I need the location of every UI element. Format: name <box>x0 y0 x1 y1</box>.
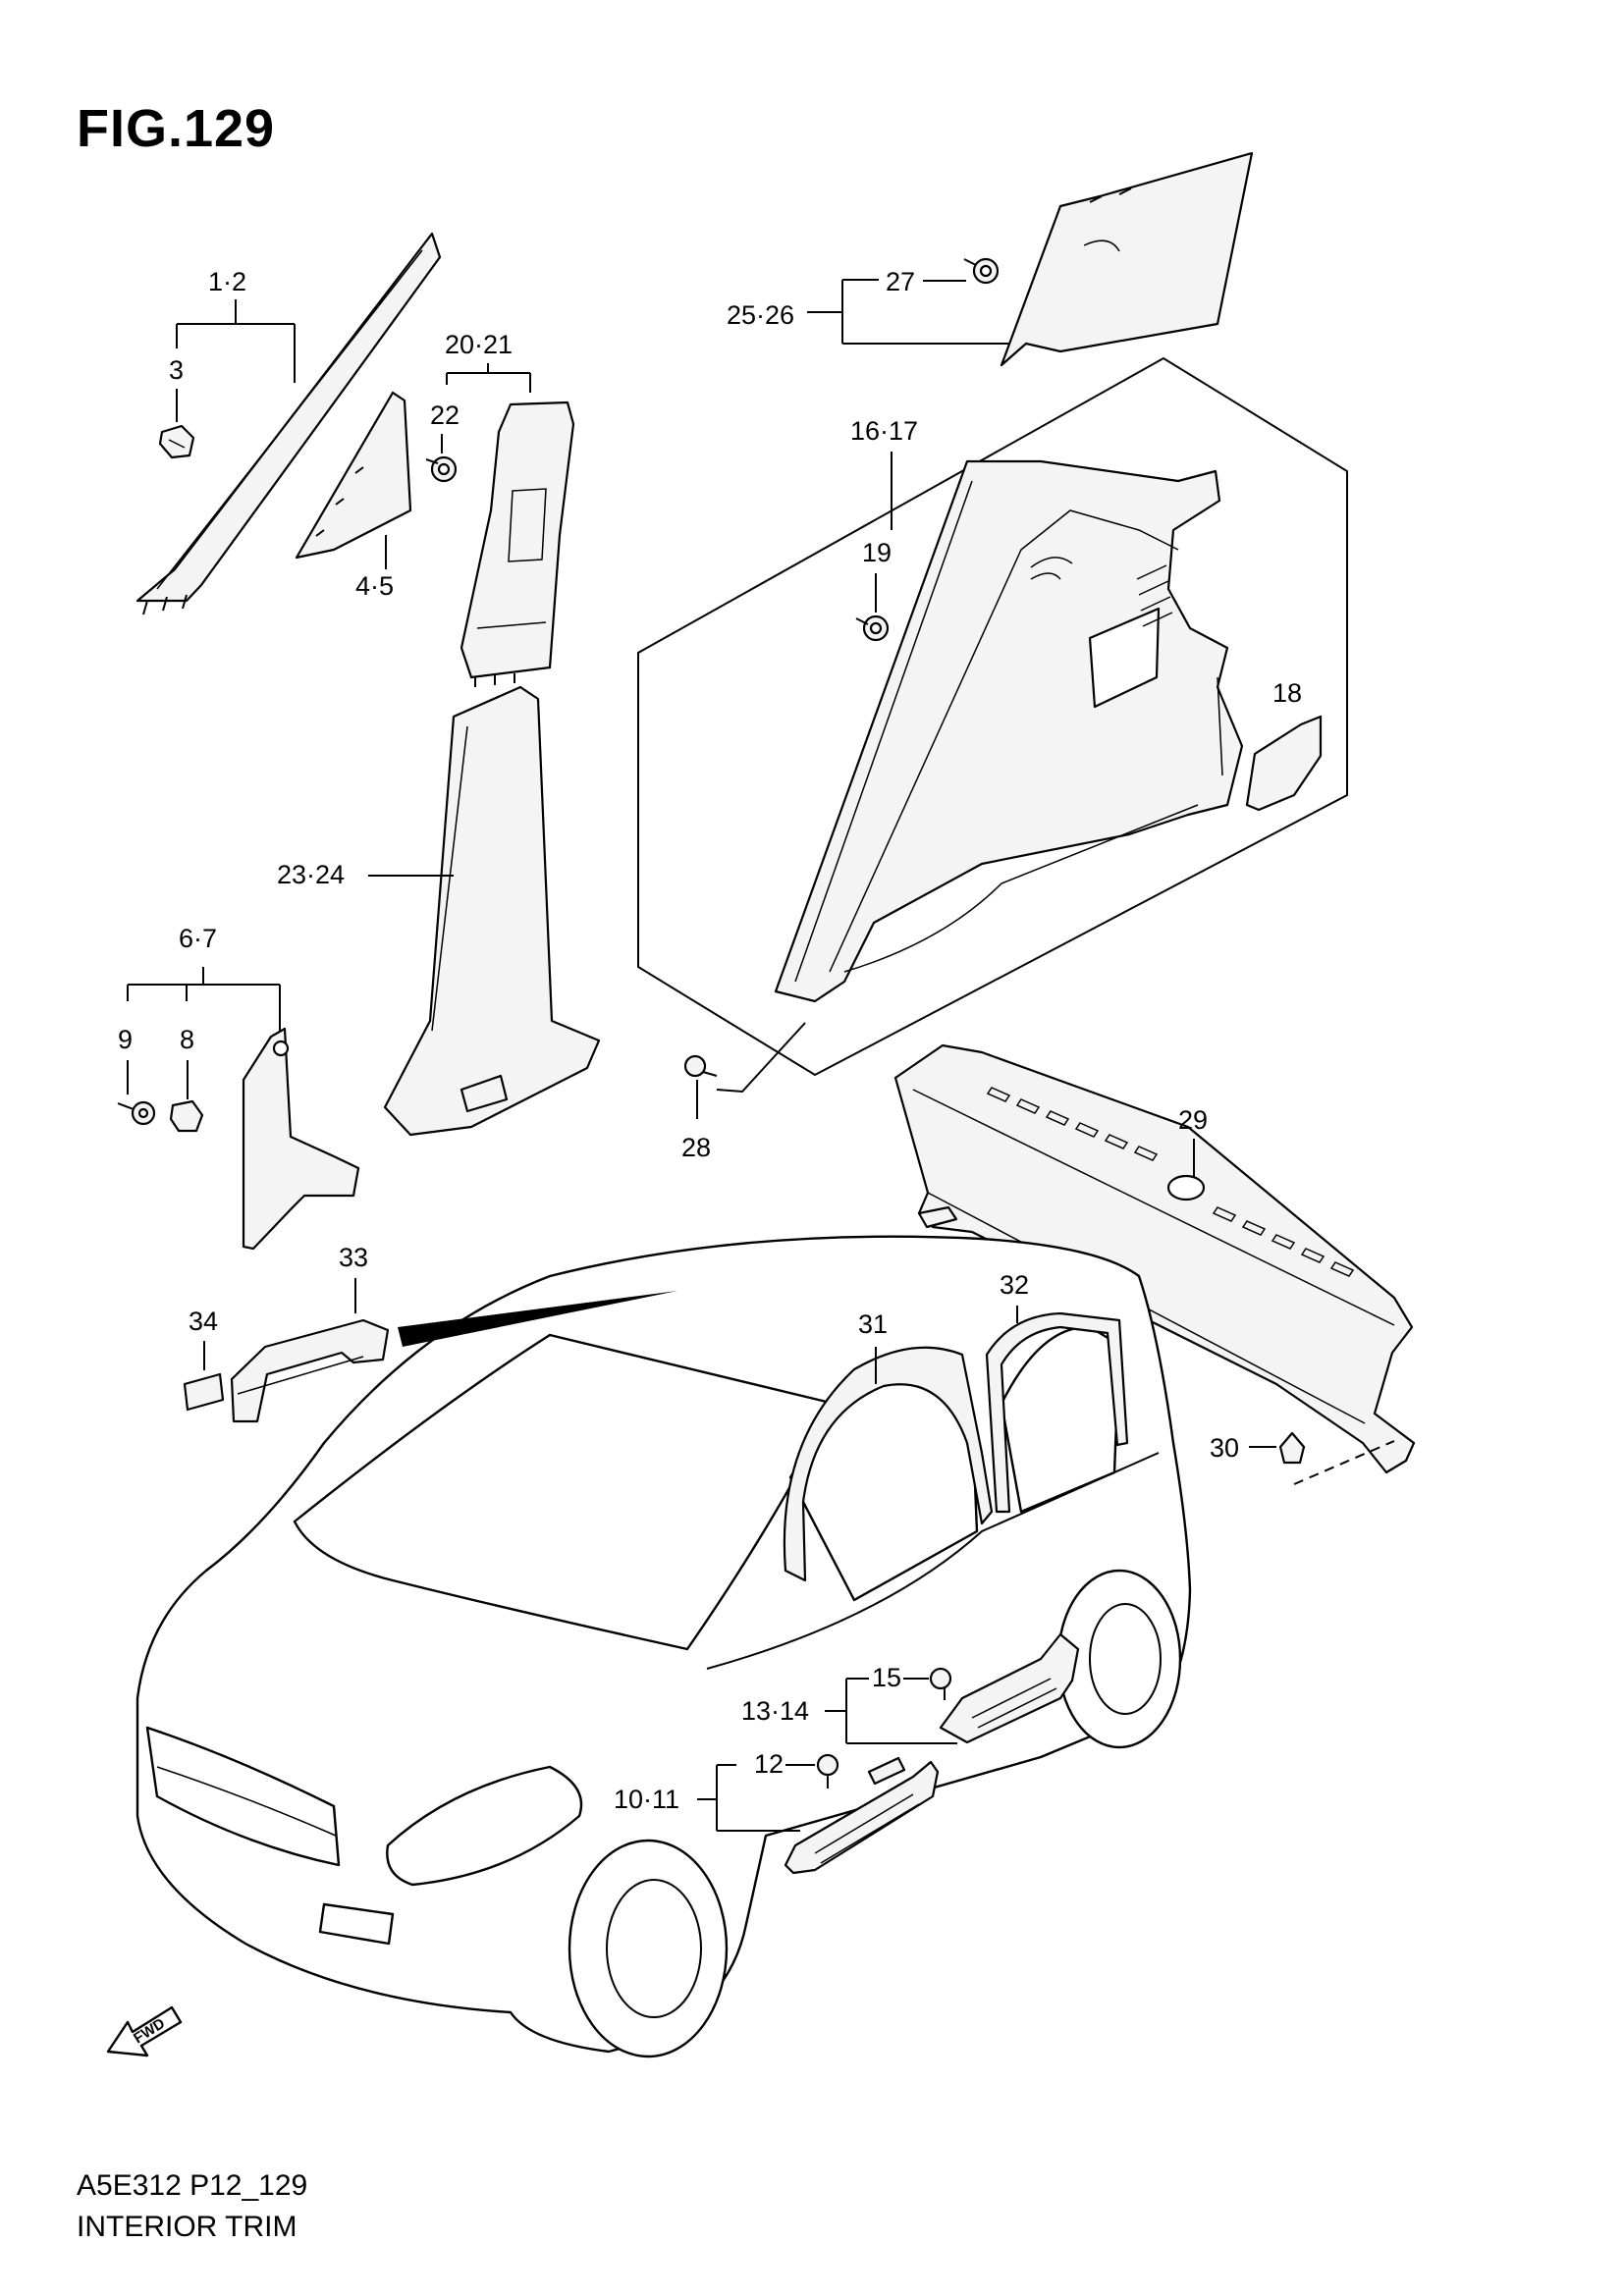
callout-30: 30 <box>1210 1433 1395 1485</box>
callout-label-12: 12 <box>754 1749 784 1779</box>
callout-label-28: 28 <box>681 1133 711 1162</box>
callout-22: 22 <box>430 400 460 454</box>
part-cap-34[interactable] <box>183 1372 225 1412</box>
part-rear-scuff-plate[interactable] <box>939 1632 1080 1744</box>
callout-31: 31 <box>858 1309 888 1384</box>
callout-label-16-17: 16·17 <box>850 416 918 446</box>
callout-33: 33 <box>339 1243 368 1313</box>
callout-10-11: 10·11 <box>614 1764 800 1832</box>
callout-8: 8 <box>180 1025 194 1099</box>
part-assist-grip[interactable] <box>230 1318 390 1423</box>
part-kick-panel-trim[interactable] <box>242 1027 360 1251</box>
callout-23-24: 23·24 <box>277 860 454 889</box>
callout-label-9: 9 <box>118 1025 133 1054</box>
forward-direction-arrow-icon: FWD <box>106 2005 183 2057</box>
callout-19: 19 <box>862 538 892 613</box>
callout-label-32: 32 <box>1000 1270 1029 1300</box>
callout-20-21: 20·21 <box>445 330 531 393</box>
callout-15: 15 <box>872 1663 929 1692</box>
figure-title: FIG.129 <box>77 99 276 158</box>
callout-label-8: 8 <box>180 1025 194 1054</box>
part-front-scuff-plate[interactable] <box>784 1756 940 1875</box>
callout-label-30: 30 <box>1210 1433 1239 1463</box>
callout-label-10-11: 10·11 <box>614 1785 679 1814</box>
figure-code: A5E312 P12_129 <box>77 2169 308 2202</box>
part-screw-12[interactable] <box>816 1753 839 1789</box>
callout-label-6-7: 6·7 <box>179 924 217 953</box>
part-front-door-opening-trim[interactable] <box>783 1346 994 1582</box>
part-clip-8[interactable] <box>169 1099 204 1133</box>
part-clip-30[interactable] <box>1278 1431 1306 1465</box>
callout-label-4-5: 4·5 <box>355 571 394 601</box>
callout-9: 9 <box>118 1025 133 1095</box>
part-upper-quarter-trim[interactable] <box>1000 151 1254 367</box>
part-clip-3[interactable] <box>158 424 195 459</box>
callout-28: 28 <box>681 1022 806 1162</box>
callout-label-22: 22 <box>430 400 460 430</box>
callout-label-31: 31 <box>858 1309 888 1339</box>
callout-label-23-24: 23·24 <box>277 860 345 889</box>
callout-3: 3 <box>169 355 184 422</box>
part-clip-28[interactable] <box>683 1054 718 1078</box>
callout-label-1-2: 1·2 <box>208 267 246 296</box>
part-screw-22[interactable] <box>425 455 458 483</box>
part-rear-door-opening-trim[interactable] <box>985 1311 1129 1514</box>
part-screw-9[interactable] <box>117 1100 156 1126</box>
callout-label-33: 33 <box>339 1243 368 1272</box>
callout-label-15: 15 <box>872 1663 901 1692</box>
quarter-trim-assembly-frame <box>637 356 1348 1077</box>
callout-label-25-26: 25·26 <box>727 300 794 330</box>
vehicle-outline <box>135 1235 1192 2058</box>
callout-12: 12 <box>754 1749 815 1779</box>
part-a-pillar-trim[interactable] <box>135 232 442 615</box>
part-screw-19[interactable] <box>855 614 890 642</box>
callout-label-27: 27 <box>886 267 915 296</box>
callout-4-5: 4·5 <box>355 535 394 601</box>
callout-25-26: 25·26 <box>727 279 1009 345</box>
callout-label-34: 34 <box>189 1307 218 1336</box>
part-upper-b-pillar-trim[interactable] <box>460 400 575 687</box>
callout-label-20-21: 20·21 <box>445 330 513 359</box>
callout-label-3: 3 <box>169 355 184 385</box>
callout-label-13-14: 13·14 <box>741 1696 809 1726</box>
callout-16-17: 16·17 <box>850 416 918 530</box>
callout-29: 29 <box>1178 1105 1208 1178</box>
callout-18: 18 <box>1272 678 1302 708</box>
callout-13-14: 13·14 <box>741 1678 957 1744</box>
callout-1-2: 1·2 <box>176 267 296 383</box>
callout-32: 32 <box>1000 1270 1029 1323</box>
part-corner-trim[interactable] <box>295 391 412 560</box>
part-access-cover[interactable] <box>1245 715 1323 812</box>
callout-label-29: 29 <box>1178 1105 1208 1135</box>
figure-name: INTERIOR TRIM <box>77 2211 298 2243</box>
callout-label-19: 19 <box>862 538 892 567</box>
part-quarter-trim[interactable] <box>774 459 1244 1003</box>
part-screw-15[interactable] <box>929 1667 952 1700</box>
callout-6-7: 6·7 <box>127 924 281 1031</box>
callout-34: 34 <box>189 1307 218 1370</box>
part-screw-27[interactable] <box>963 257 1000 285</box>
part-lower-b-pillar-trim[interactable] <box>383 685 601 1137</box>
callout-label-18: 18 <box>1272 678 1302 708</box>
callout-27: 27 <box>886 267 966 296</box>
